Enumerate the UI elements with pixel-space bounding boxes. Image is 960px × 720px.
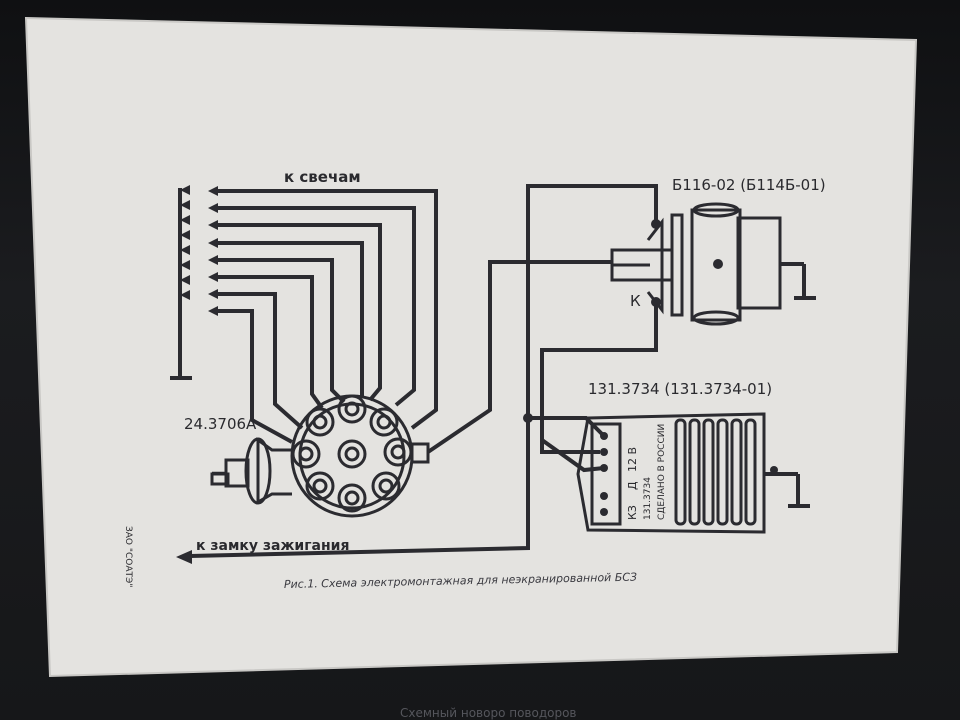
distributor-label: 24.3706А (184, 415, 257, 433)
distributor (210, 394, 430, 518)
heatsink-fins (674, 418, 757, 526)
control-wiring (189, 184, 658, 558)
paper-sheet (26, 18, 916, 676)
ignition-switch-label: к замку зажигания (196, 538, 349, 554)
spark-plugs-label: к свечам (284, 168, 361, 186)
ignition-switch-arrow (176, 550, 192, 564)
spark-plug-wires (208, 186, 438, 444)
ignition-coil (610, 202, 816, 326)
svg-text:СДЕЛАНО В РОССИИ: СДЕЛАНО В РОССИИ (657, 424, 667, 520)
spark-plug-bus (170, 185, 192, 380)
svg-text:КЗ: КЗ (626, 505, 639, 520)
commutator-marking: КЗ Д 12 В 131.3734 СДЕЛАНО В РОССИИ (626, 424, 667, 520)
svg-text:12 В: 12 В (626, 447, 639, 472)
side-label: ЗАО "СОАТЭ" (123, 526, 133, 587)
plug-arrows-left (180, 185, 190, 300)
commutator-label: 131.3734 (131.3734-01) (588, 380, 772, 398)
svg-text:131.3734: 131.3734 (643, 477, 653, 520)
coil-label: Б116-02 (Б114Б-01) (672, 176, 826, 194)
coil-terminal-label: К (630, 292, 641, 310)
bottom-caption: Схемный новоро поводоров (400, 706, 577, 720)
svg-text:Д: Д (626, 481, 639, 490)
commutator (576, 412, 810, 534)
paper-shade (24, 16, 918, 678)
